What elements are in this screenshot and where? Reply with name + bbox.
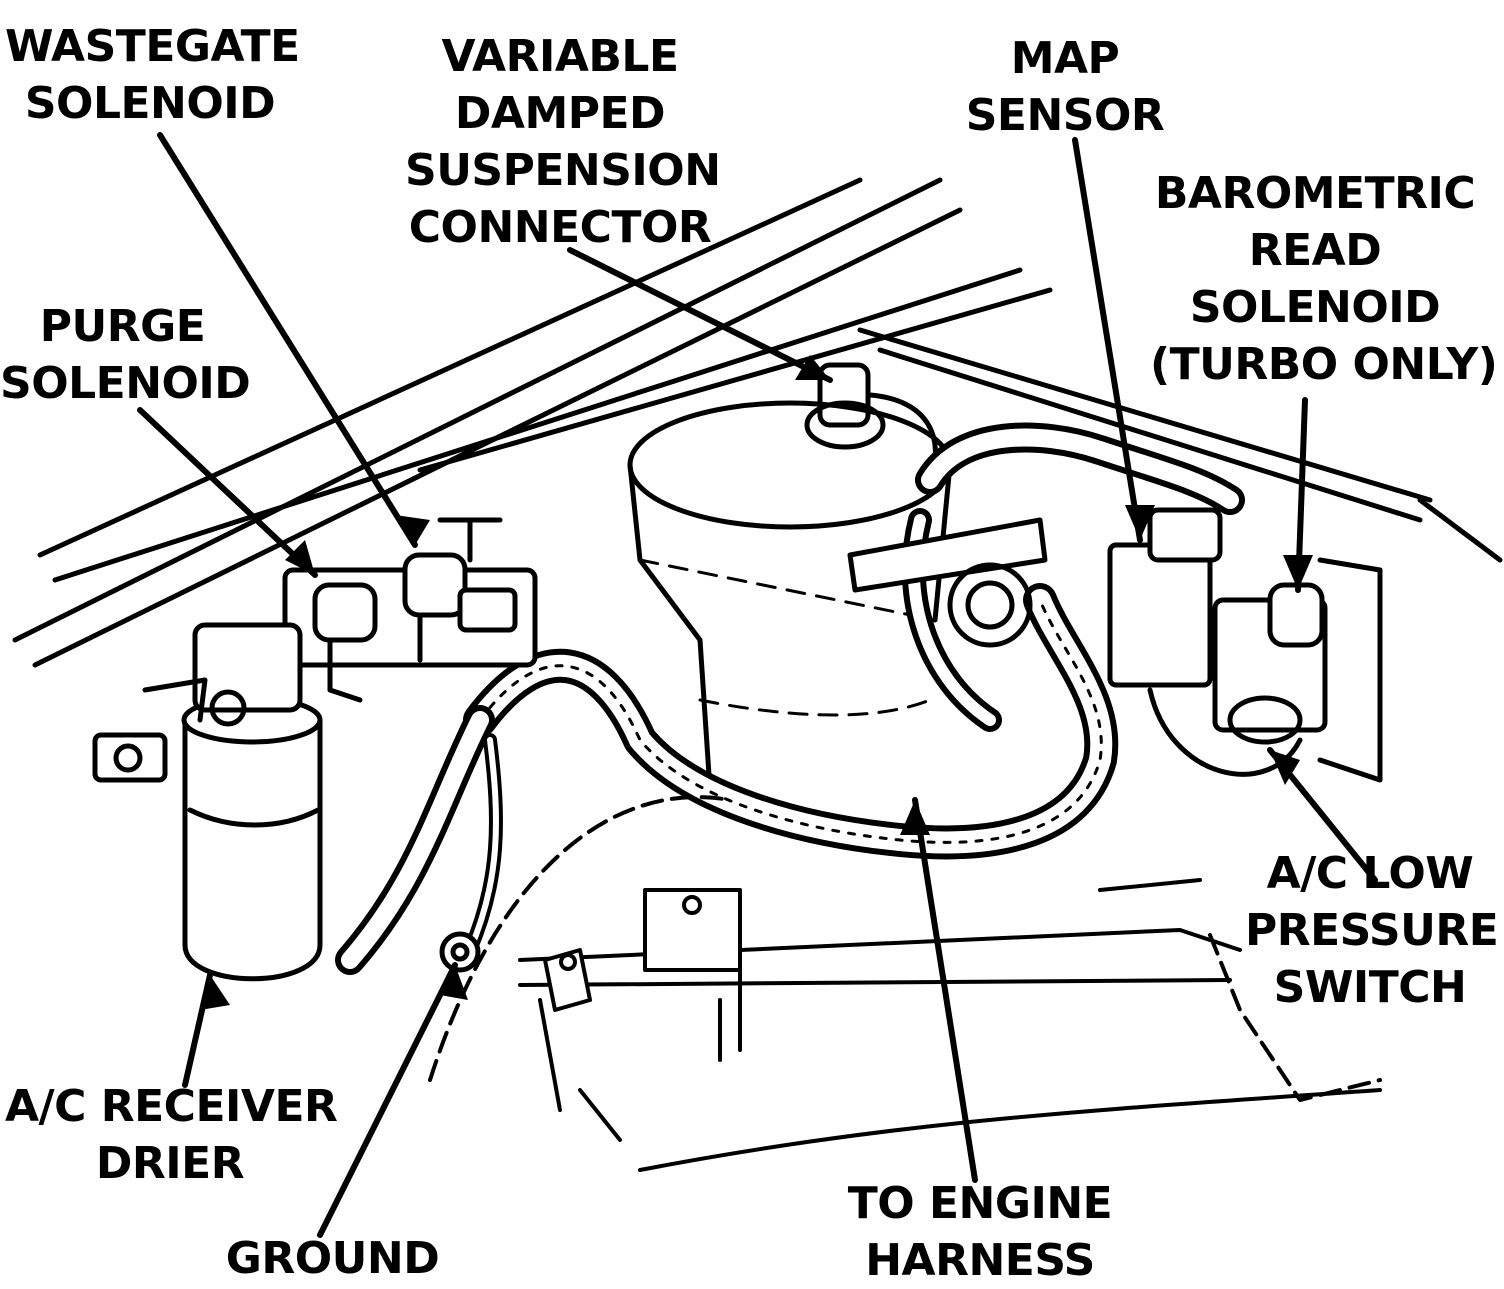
label-map-sensor: MAP SENSOR: [965, 33, 1165, 141]
leader-purge-solenoid: [137, 407, 318, 578]
label-purge-solenoid: PURGE SOLENOID: [0, 301, 251, 409]
label-variable-damped-suspension-connector: VARIABLE DAMPED SUSPENSION CONNECTOR: [405, 31, 721, 253]
leader-map-sensor: [1072, 137, 1143, 543]
leader-wastegate-solenoid: [157, 132, 418, 548]
label-barometric-read-solenoid: BAROMETRIC READ SOLENOID (TURBO ONLY): [1150, 168, 1498, 390]
label-ground: GROUND: [225, 1233, 440, 1284]
leader-engine-harness: [912, 797, 978, 1183]
arrowheads: [200, 355, 1313, 1010]
cowl-rails: [12, 177, 1503, 668]
ac-receiver-drier: [92, 622, 323, 982]
fender-outlines: [428, 795, 1382, 1172]
right-sensor-cluster: [847, 507, 1383, 783]
ground-stud: [439, 931, 481, 973]
leader-suspension-connector: [567, 247, 833, 383]
label-wastegate-solenoid: WASTEGATE SOLENOID: [5, 21, 300, 129]
label-ac-receiver-drier: A/C RECEIVER DRIER: [5, 1081, 338, 1189]
leader-ground: [317, 962, 458, 1238]
label-ac-low-pressure-switch: A/C LOW PRESSURE SWITCH: [1245, 848, 1499, 1013]
label-to-engine-harness: TO ENGINE HARNESS: [847, 1178, 1113, 1286]
wiring-harness: [335, 422, 1245, 975]
solenoid-cluster: [282, 517, 538, 703]
